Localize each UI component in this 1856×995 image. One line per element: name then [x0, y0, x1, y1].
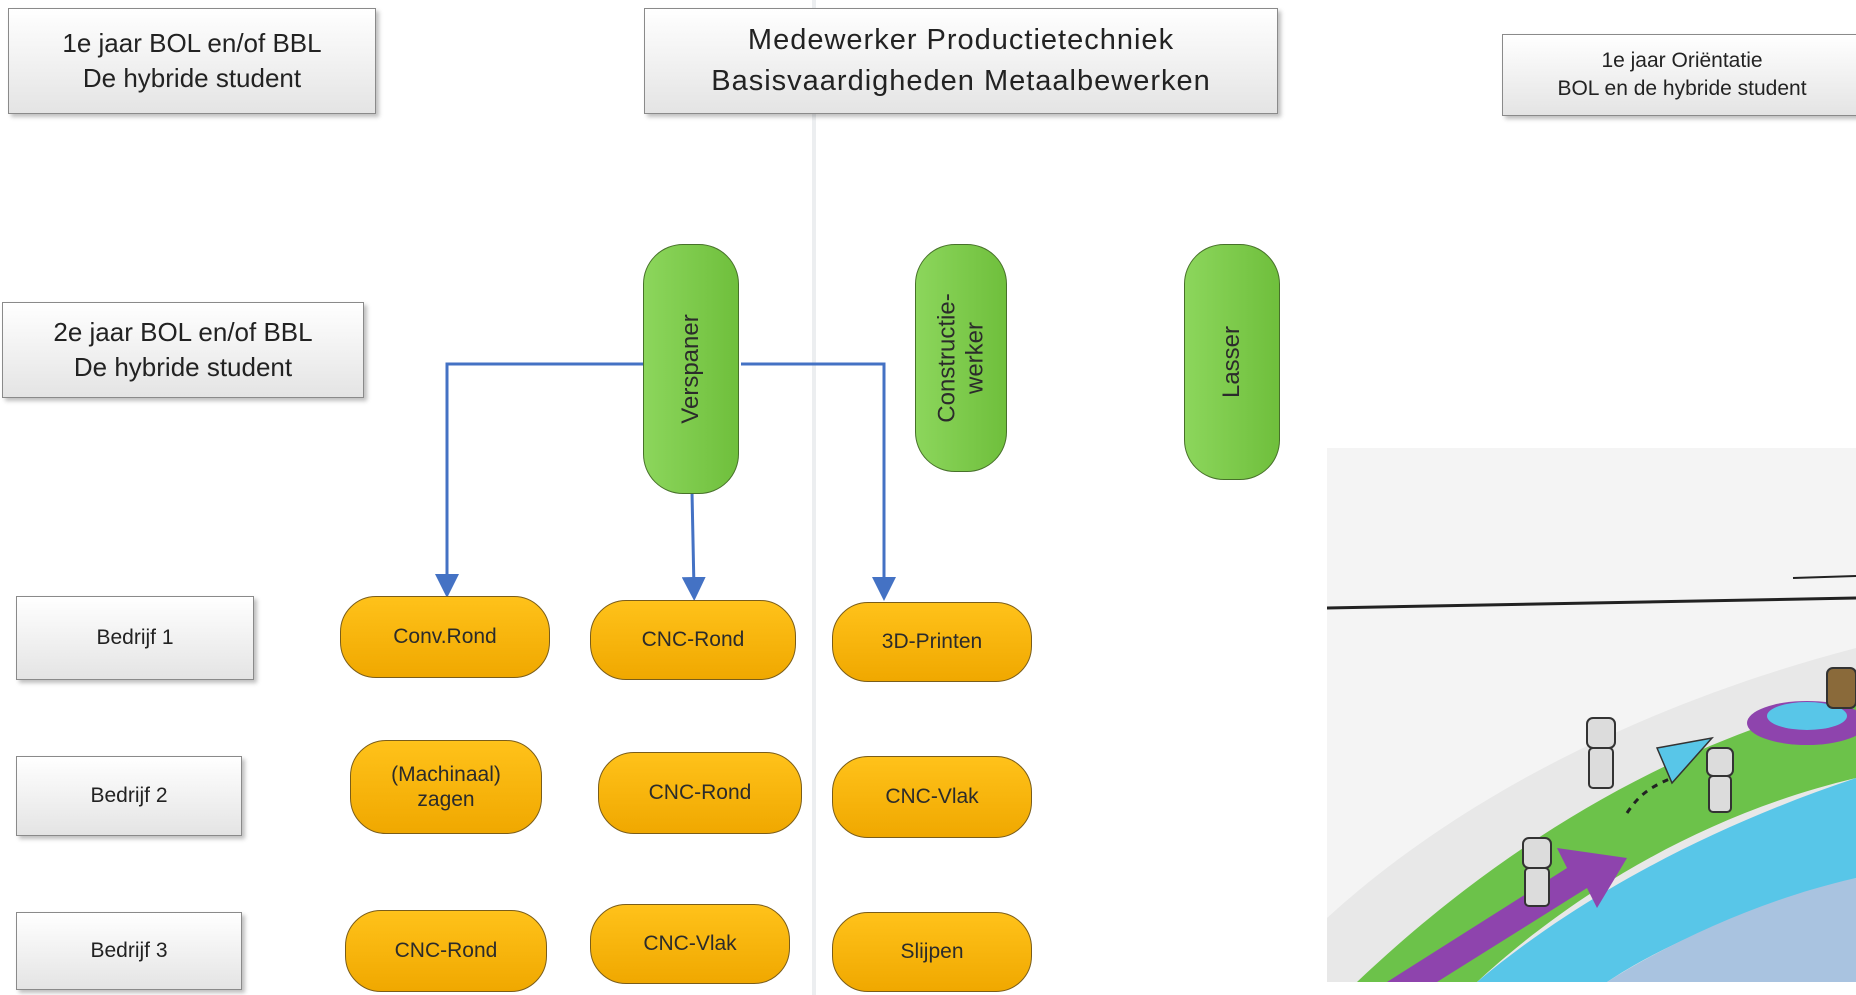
skill-machinaal-zagen-text2: zagen — [417, 788, 475, 811]
year1-right-box: 1e jaar Oriëntatie BOL en de hybride stu… — [1502, 34, 1856, 116]
skill-3d-printen: 3D-Printen — [832, 602, 1032, 682]
skill-cnc-vlak-row3: CNC-Vlak — [590, 904, 790, 984]
year2-line2: De hybride student — [73, 352, 293, 382]
skill-cnc-rond-row1: CNC-Rond — [590, 600, 796, 680]
track-verspaner-text: Verspaner — [677, 314, 705, 424]
skill-cnc-vlak-row3-text: CNC-Vlak — [643, 932, 737, 956]
cartoon-drawing — [1327, 448, 1856, 982]
arrow-to-cnc-rond — [681, 491, 706, 601]
track-constructiewerker-text1: Constructie- — [933, 293, 961, 423]
skill-cnc-rond-row3: CNC-Rond — [345, 910, 547, 992]
skill-slijpen: Slijpen — [832, 912, 1032, 992]
skill-cnc-vlak-row2-text: CNC-Vlak — [885, 785, 979, 809]
year1-right-line2: BOL en de hybride student — [1557, 77, 1807, 100]
skill-slijpen-text: Slijpen — [900, 940, 964, 964]
company-box-2: Bedrijf 2 — [16, 756, 242, 836]
title-box: Medewerker Productietechniek Basisvaardi… — [644, 8, 1278, 114]
company-3-label: Bedrijf 3 — [90, 939, 168, 962]
skill-cnc-rond-row1-text: CNC-Rond — [641, 628, 745, 652]
year1-right-line1: 1e jaar Oriëntatie — [1601, 48, 1763, 72]
cartoon-illustration — [1327, 448, 1856, 982]
track-lasser-label: Lasser — [1218, 326, 1246, 398]
company-box-1: Bedrijf 1 — [16, 596, 254, 680]
skill-machinaal-zagen-text1: (Machinaal) — [391, 762, 501, 786]
track-verspaner: Verspaner — [643, 244, 739, 494]
company-box-3: Bedrijf 3 — [16, 912, 242, 990]
year2-box: 2e jaar BOL en/of BBL De hybride student — [2, 302, 364, 398]
title-line1: Medewerker Productietechniek — [747, 24, 1175, 57]
track-constructiewerker: Constructie- werker — [915, 244, 1007, 472]
arrow-to-conv-rond — [435, 362, 643, 598]
skill-3d-printen-text: 3D-Printen — [881, 630, 983, 654]
skill-cnc-rond-row2-text: CNC-Rond — [648, 781, 752, 805]
year1-left-box: 1e jaar BOL en/of BBL De hybride student — [8, 8, 376, 114]
skill-conv-rond: Conv.Rond — [340, 596, 550, 678]
title-line2: Basisvaardigheden Metaalbewerken — [711, 65, 1211, 97]
company-1-label: Bedrijf 1 — [96, 626, 174, 649]
track-lasser: Lasser — [1184, 244, 1280, 480]
track-constructiewerker-text2: werker — [961, 322, 988, 395]
track-constructiewerker-label: Constructie- werker — [933, 293, 988, 422]
skill-machinaal-zagen: (Machinaal) zagen — [350, 740, 542, 834]
year1-left-line2: De hybride student — [82, 63, 302, 93]
skill-conv-rond-text: Conv.Rond — [393, 625, 497, 649]
year1-left-line1: 1e jaar BOL en/of BBL — [62, 27, 322, 58]
skill-cnc-rond-row3-text: CNC-Rond — [394, 939, 498, 963]
center-divider-line — [812, 0, 816, 995]
skill-cnc-vlak-row2: CNC-Vlak — [832, 756, 1032, 838]
year2-line1: 2e jaar BOL en/of BBL — [53, 316, 313, 347]
company-2-label: Bedrijf 2 — [90, 784, 168, 807]
track-verspaner-label: Verspaner — [677, 314, 705, 423]
arrow-to-3d-printen — [741, 362, 896, 601]
skill-cnc-rond-row2: CNC-Rond — [598, 752, 802, 834]
track-lasser-text: Lasser — [1218, 325, 1246, 399]
